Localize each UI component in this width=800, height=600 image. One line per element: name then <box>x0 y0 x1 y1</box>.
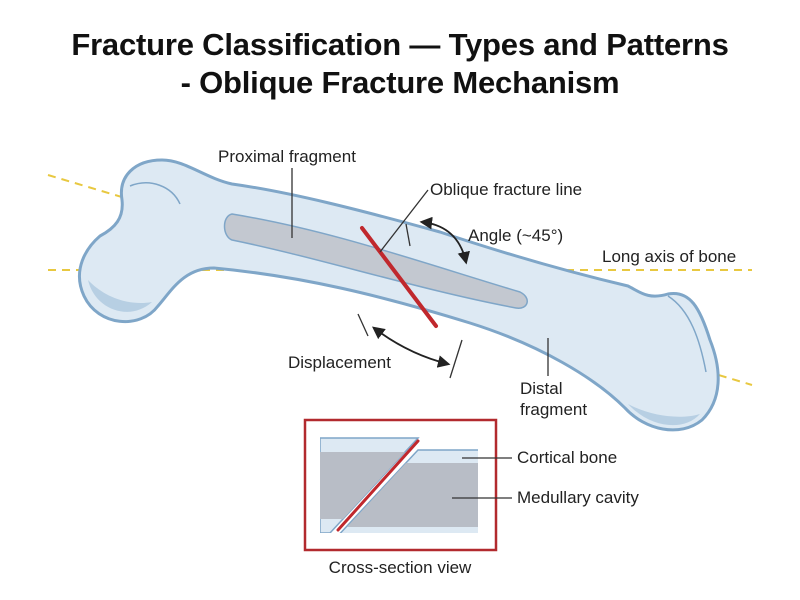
oblique-fracture-line <box>360 226 438 328</box>
condyle-shade <box>628 404 700 426</box>
displacement-tick-right <box>449 339 463 379</box>
diagram-title: Fracture Classification — Types and Patt… <box>0 26 800 102</box>
label-distal-line-2: fragment <box>520 400 587 419</box>
greater-trochanter <box>129 182 181 205</box>
cross-section-fracture <box>336 439 420 532</box>
left-segment-cavity <box>320 452 405 519</box>
title-line-1: Fracture Classification — Types and Patt… <box>71 27 729 62</box>
bone-outline <box>78 158 720 432</box>
angle-arc-arrow <box>419 216 470 265</box>
label-displacement: Displacement <box>288 353 391 372</box>
label-long-axis: Long axis of bone <box>602 247 736 266</box>
label-medullary-cavity: Medullary cavity <box>517 488 639 507</box>
label-cortical-bone: Cortical bone <box>517 448 617 467</box>
label-cross-section-view: Cross-section view <box>329 558 472 577</box>
label-proximal-fragment: Proximal fragment <box>218 147 356 166</box>
femur-bone <box>78 158 720 432</box>
angle-reference-tick <box>405 223 411 247</box>
label-oblique-fracture-line: Oblique fracture line <box>430 180 582 199</box>
cross-section-inset <box>303 418 498 552</box>
leader-oblique <box>379 189 429 253</box>
femoral-head-shade <box>88 280 152 312</box>
label-angle: Angle (~45°) <box>468 226 563 245</box>
title-line-2: - Oblique Fracture Mechanism <box>180 65 620 100</box>
condyle-ridge <box>667 295 707 373</box>
displacement-tick-left <box>357 313 369 337</box>
right-segment-cavity <box>347 463 478 527</box>
label-distal-line-1: Distal <box>520 379 563 398</box>
displacement-arrow <box>371 326 451 368</box>
